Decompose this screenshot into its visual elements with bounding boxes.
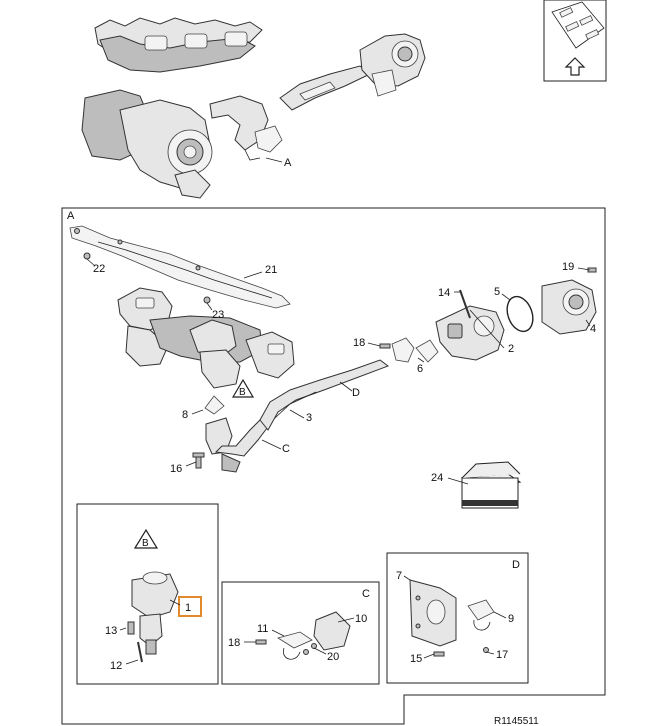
part-label-11: 11: [257, 623, 268, 635]
part-label-20: 20: [327, 651, 339, 663]
egr-pipe-3: [259, 359, 390, 431]
bolt-17: [483, 647, 489, 653]
part-label-10: 10: [355, 613, 367, 625]
up-arrow-icon[interactable]: [564, 57, 586, 76]
detail-box-d: [386, 552, 529, 684]
part-label-3: 3: [306, 412, 312, 424]
clamp-11: [277, 631, 313, 660]
part-label-17: 17: [496, 649, 508, 661]
part-label-9: 9: [508, 613, 514, 625]
part-label-19: 19: [562, 261, 574, 273]
warning-triangle-icon-detail: [133, 528, 159, 549]
heat-shield: [69, 225, 291, 309]
part-label-c: C: [282, 443, 290, 455]
part-label-6: 6: [417, 363, 423, 375]
gasket-8: [204, 395, 225, 415]
part-label-14: 14: [438, 287, 450, 299]
warning-label-b-detail: B: [142, 538, 149, 549]
part-label-12: 12: [110, 660, 122, 672]
bolt-15: [433, 651, 445, 657]
orientation-box: [543, 0, 607, 82]
part-label-21: 21: [265, 264, 277, 276]
part-label-22: 22: [93, 263, 105, 275]
part-label-24: 24: [431, 472, 443, 484]
part-label-1: 1: [185, 602, 191, 614]
bolt-14: [459, 289, 471, 319]
part-label-18: 18: [353, 337, 365, 349]
callout-a-top: A: [284, 157, 292, 169]
bolt-18: [379, 343, 391, 349]
part-label-16: 16: [170, 463, 182, 475]
part-label-4: 4: [590, 323, 596, 335]
egr-elbow-pipe: [205, 415, 271, 473]
bolt-23: [203, 296, 211, 304]
gasket-6: [415, 339, 439, 363]
frame-label-a: A: [67, 210, 75, 222]
part-label-5: 5: [494, 286, 500, 298]
figure-id: R1145511: [494, 716, 539, 726]
engine-overview: [81, 17, 426, 199]
warning-triangle-icon: [231, 378, 255, 398]
bolt-18c: [255, 639, 267, 645]
bolt-13: [127, 621, 135, 635]
part-label-d: D: [352, 387, 360, 399]
bolt-12: [137, 641, 143, 663]
part-label-7: 7: [396, 570, 402, 582]
clamp-9: [467, 599, 495, 631]
detail-frame-a: [61, 207, 606, 725]
bolt-20: [303, 643, 317, 655]
part-label-13: 13: [105, 625, 117, 637]
car-outline-icon: [551, 1, 605, 49]
throttle-body-4: [541, 279, 597, 335]
egr-sensor-1: [131, 571, 179, 655]
part-1-highlight: [178, 596, 202, 617]
exhaust-manifold: [117, 287, 295, 389]
bracket-7: [409, 579, 457, 647]
leader-lines: [86, 258, 591, 665]
frame-label-d: D: [512, 559, 520, 571]
egr-valve-2: [435, 305, 505, 361]
warning-label-b: B: [239, 387, 246, 398]
part-label-8: 8: [182, 409, 188, 421]
box-icon: [460, 461, 522, 509]
bolt-22: [83, 252, 91, 260]
o-ring-5: [506, 295, 534, 333]
part-label-2: 2: [508, 343, 514, 355]
part-label-23: 23: [212, 309, 224, 321]
part-label-15: 15: [410, 653, 422, 665]
bolt-16: [192, 452, 205, 469]
part-label-18c: 18: [228, 637, 240, 649]
frame-label-c: C: [362, 588, 370, 600]
